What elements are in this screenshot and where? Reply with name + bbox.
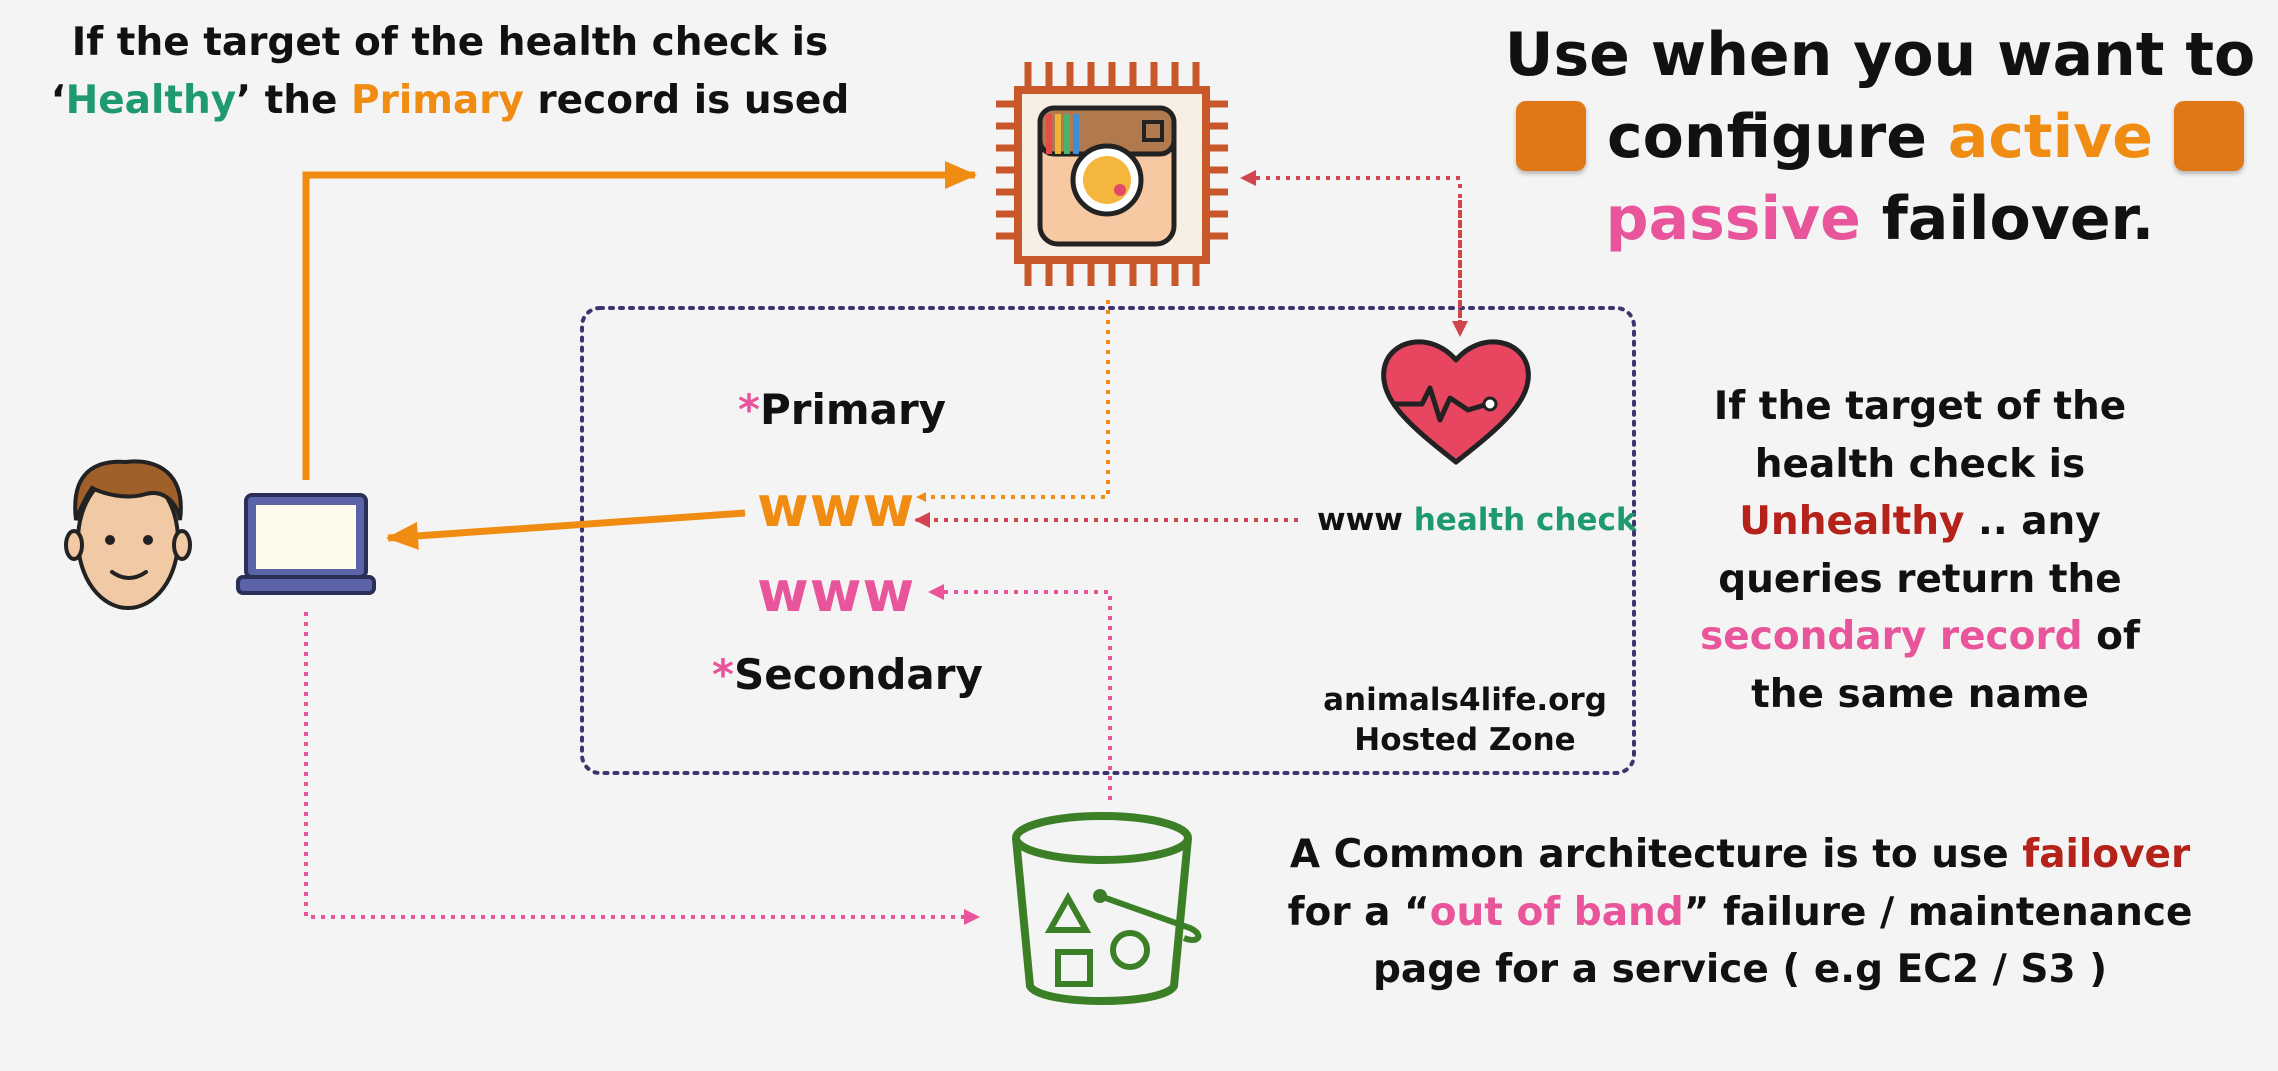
user-avatar-icon — [64, 459, 192, 610]
secondary-text: Secondary — [733, 650, 983, 699]
primary-star: * — [738, 385, 760, 434]
secondary-record-word: secondary record — [1700, 614, 2083, 659]
health-check-text: health check — [1413, 502, 1637, 538]
maintenance-text: ” failure / maintenance — [1683, 889, 2193, 935]
active-word: active — [1947, 102, 2153, 172]
hosted-zone-label: animals4life.org Hosted Zone — [1305, 680, 1625, 760]
quote-close: ’ the — [236, 78, 352, 123]
www-primary-record: www — [757, 475, 916, 540]
unhealthy-note-line-1: If the target of the — [1713, 384, 2127, 429]
note-line-1: If the target of the health check is — [71, 20, 829, 65]
of-text: of — [2082, 614, 2140, 659]
failover-text: failover. — [1860, 184, 2155, 254]
laptop-icon — [236, 493, 376, 595]
health-check-label: www health check — [1317, 502, 1637, 538]
configure-text: configure — [1607, 102, 1948, 172]
www-secondary-record: www — [757, 560, 916, 625]
heading-line-1: Use when you want to — [1504, 20, 2256, 90]
failover-word: failover — [2022, 832, 2191, 877]
note-line-2: ‘Healthy’ the Primary record is used — [40, 72, 860, 130]
heading-line-2: configure active — [1500, 96, 2260, 178]
unhealthy-note-line-2: health check is — [1754, 441, 2086, 487]
unhealthy-note-line-6: the same name — [1751, 671, 2089, 717]
unhealthy-word: Unhealthy — [1739, 499, 1965, 544]
s3-bucket-icon — [1012, 812, 1202, 1005]
unhealthy-note: If the target of the health check is Unh… — [1690, 378, 2150, 723]
unhealthy-note-line-5: secondary record of — [1690, 608, 2150, 666]
health-www-text: www — [1317, 502, 1414, 538]
heading-line-3: passive failover. — [1500, 178, 2260, 260]
arch-note-line-2: for a “out of band” failure / maintenanc… — [1240, 884, 2240, 942]
primary-text: Primary — [759, 385, 947, 434]
healthy-primary-note: If the target of the health check is ‘He… — [40, 14, 860, 130]
ec2-instance-chip-icon — [996, 62, 1228, 286]
flask-icon — [2173, 101, 2244, 171]
secondary-record-label: *Secondary — [712, 650, 983, 699]
use-when-heading: Use when you want to configure active pa… — [1500, 14, 2260, 260]
arrow-dns-response-to-laptop — [386, 509, 746, 550]
heart-health-check-icon — [1381, 339, 1531, 465]
arrow-laptop-to-bucket — [304, 612, 980, 925]
arch-note-line-1: A Common architecture is to use failover — [1240, 826, 2240, 884]
for-a-text: for a “ — [1287, 889, 1430, 935]
hosted-zone-box — [580, 306, 1636, 775]
secondary-star: * — [712, 650, 734, 699]
unhealthy-note-line-3: Unhealthy .. any — [1690, 493, 2150, 551]
out-of-band-word: out of band — [1429, 889, 1684, 935]
arrow-laptop-to-primary — [302, 161, 977, 480]
record-used-text: record is used — [523, 78, 850, 123]
common-architecture-note: A Common architecture is to use failover… — [1240, 826, 2240, 999]
healthy-word: Healthy — [65, 78, 237, 123]
primary-word: Primary — [351, 78, 524, 123]
passive-word: passive — [1605, 184, 1861, 254]
flask-icon — [1516, 101, 1587, 171]
zone-type: Hosted Zone — [1354, 722, 1576, 758]
arch-note-line-3: page for a service ( e.g EC2 / S3 ) — [1372, 947, 2108, 992]
quote-open: ‘ — [50, 78, 66, 123]
arrow-chip-to-www-primary — [916, 300, 1110, 502]
arch-text-start: A Common architecture is to use — [1289, 832, 2023, 877]
unhealthy-note-line-4: queries return the — [1718, 556, 2122, 602]
zone-name: animals4life.org — [1323, 682, 1607, 718]
any-text: .. any — [1964, 499, 2101, 544]
arrow-healthcheck-to-chip — [1240, 170, 1462, 318]
primary-record-label: *Primary — [738, 385, 946, 434]
